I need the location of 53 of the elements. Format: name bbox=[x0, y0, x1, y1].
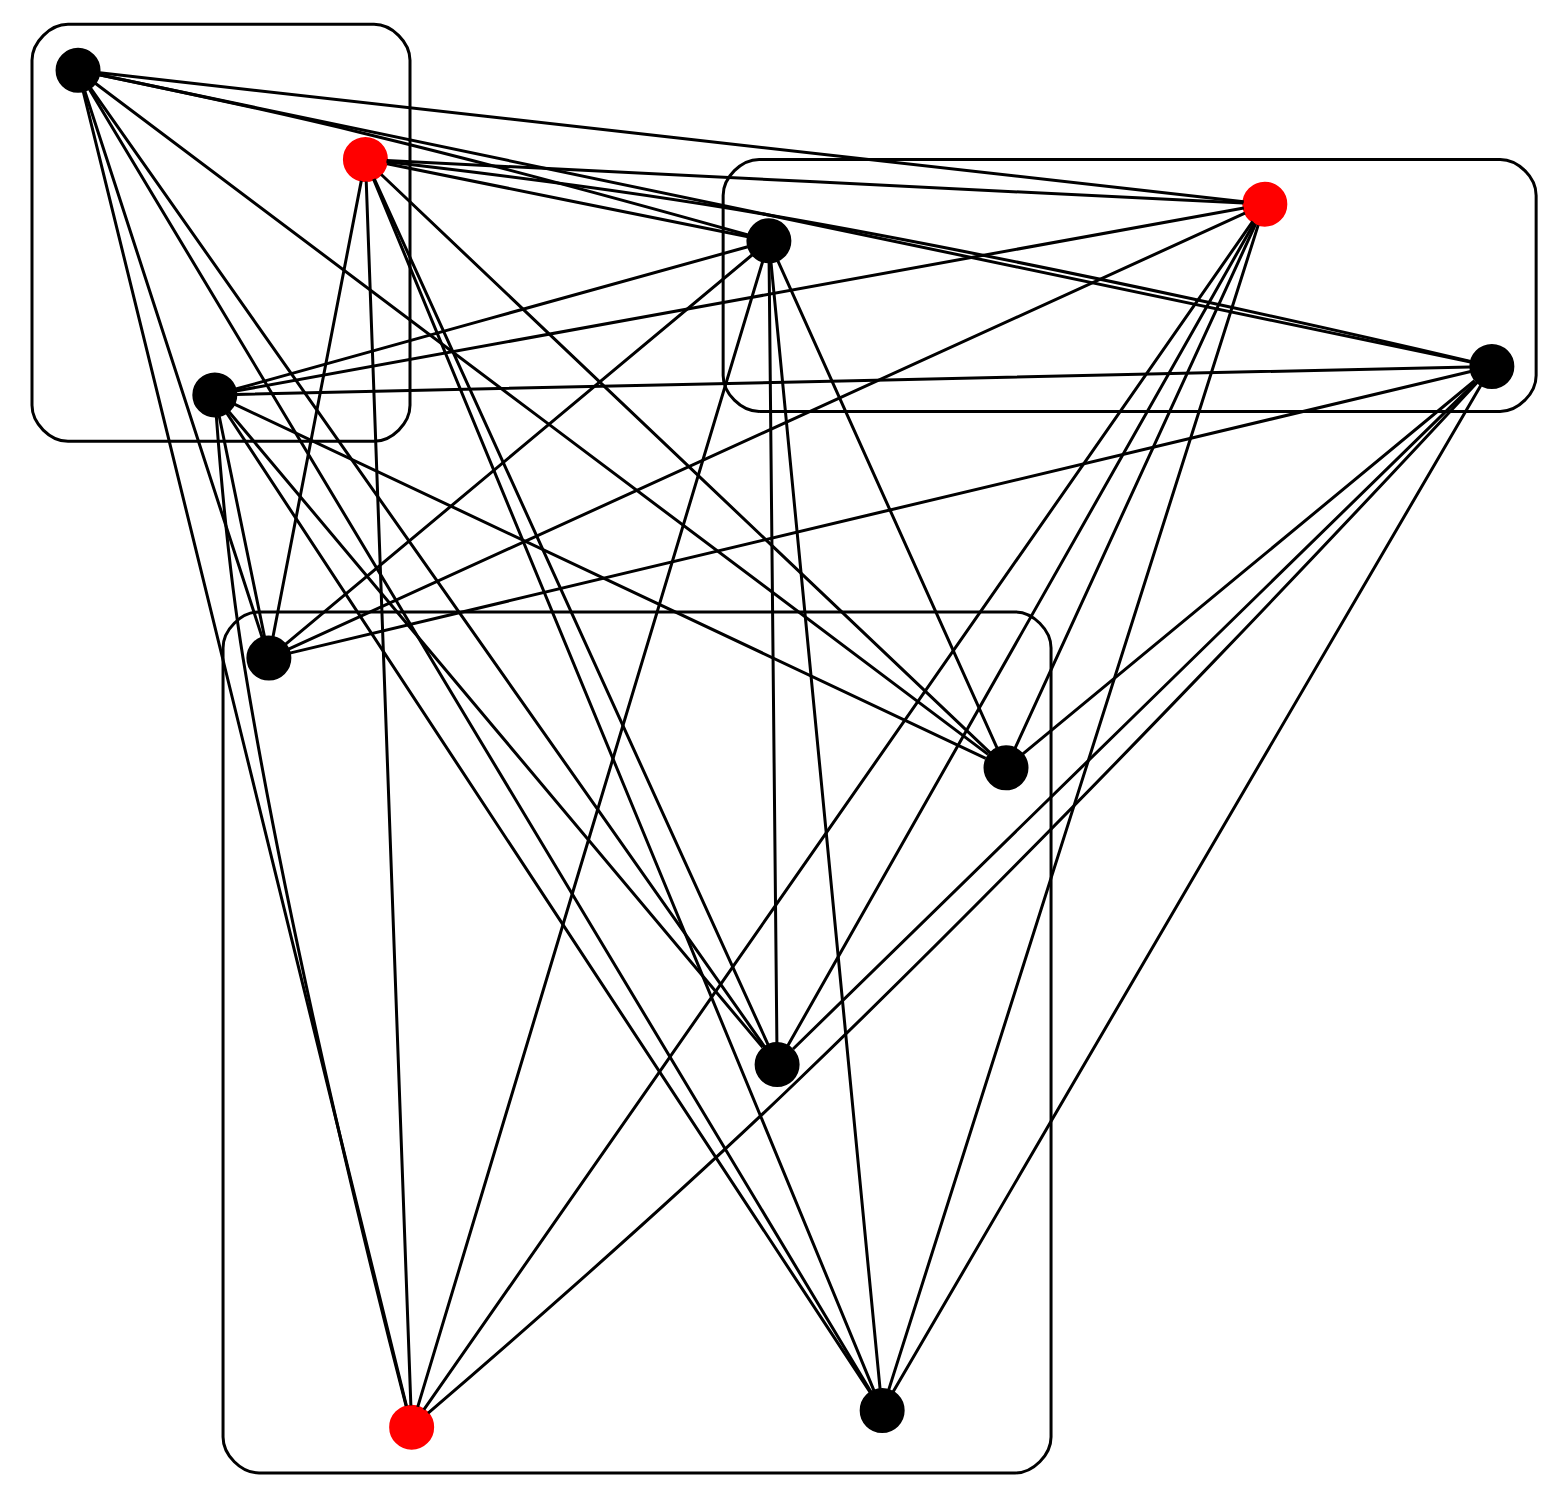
connector bbox=[372, 178, 876, 1391]
node-circle bbox=[342, 136, 388, 182]
node-circle bbox=[192, 371, 238, 417]
node-circle bbox=[1242, 181, 1288, 227]
connector bbox=[1013, 223, 1257, 749]
node-circle bbox=[55, 47, 101, 93]
connector bbox=[776, 259, 999, 748]
connector bbox=[386, 158, 1244, 205]
connector bbox=[786, 221, 1256, 1047]
node-circle bbox=[389, 1404, 435, 1450]
connector bbox=[233, 402, 987, 760]
connector bbox=[88, 86, 766, 1048]
connector bbox=[767, 261, 779, 1044]
connector bbox=[83, 90, 264, 638]
cluster bbox=[30, 22, 412, 443]
node-circle bbox=[859, 1387, 905, 1433]
connector bbox=[373, 178, 770, 1046]
connector bbox=[227, 409, 764, 1048]
connector bbox=[287, 211, 1246, 651]
connector bbox=[225, 411, 872, 1393]
connector bbox=[1021, 379, 1476, 755]
cluster bbox=[721, 157, 1538, 413]
connector bbox=[422, 220, 1254, 1410]
node-circle bbox=[1469, 343, 1515, 389]
connector bbox=[792, 380, 1477, 1050]
connector bbox=[235, 364, 1471, 396]
connector bbox=[386, 159, 1472, 363]
node-circle bbox=[246, 635, 292, 681]
connector bbox=[88, 88, 873, 1393]
connector bbox=[427, 380, 1479, 1414]
connector bbox=[98, 72, 1471, 363]
connector bbox=[81, 90, 408, 1406]
connector bbox=[386, 161, 749, 238]
connector bbox=[98, 72, 749, 236]
connector bbox=[94, 81, 989, 756]
connector bbox=[284, 253, 754, 646]
connector bbox=[364, 180, 413, 1406]
connector bbox=[99, 70, 1244, 203]
connector bbox=[217, 414, 266, 637]
connector bbox=[769, 261, 882, 1389]
node-circle bbox=[983, 744, 1029, 790]
cluster bbox=[221, 609, 1053, 1474]
connector bbox=[235, 244, 749, 390]
connector bbox=[416, 260, 765, 1407]
node-circle bbox=[754, 1041, 800, 1087]
connector bbox=[887, 224, 1260, 1390]
connector bbox=[380, 172, 992, 754]
connector bbox=[235, 206, 1245, 393]
connector bbox=[289, 369, 1471, 655]
connector bbox=[214, 416, 408, 1406]
connector bbox=[891, 384, 1483, 1393]
node-circle bbox=[746, 217, 792, 263]
connector bbox=[271, 180, 363, 638]
